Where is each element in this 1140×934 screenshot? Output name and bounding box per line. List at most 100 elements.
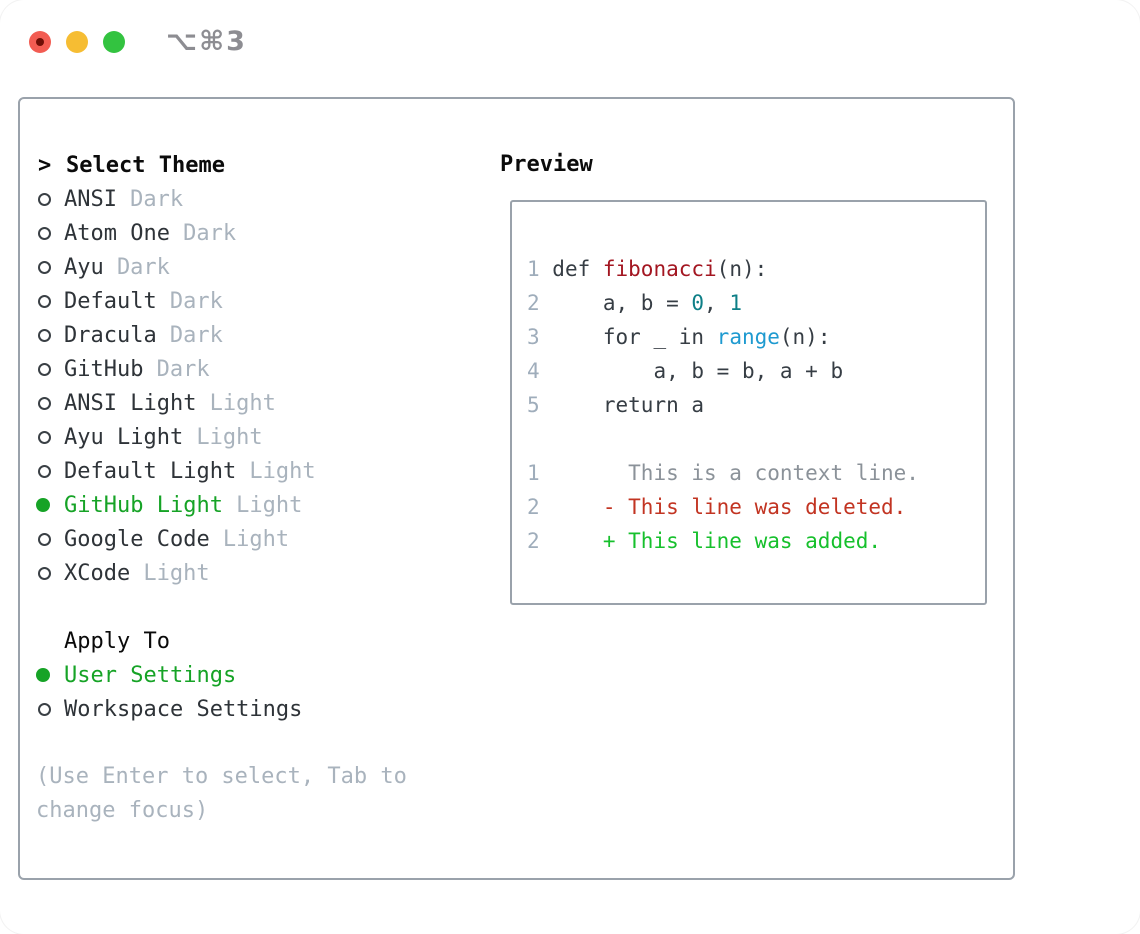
radio-icon xyxy=(38,260,51,274)
code-line: 1 def fibonacci(n): xyxy=(527,252,985,286)
help-line: (Use Enter to select, Tab to xyxy=(36,764,407,789)
line-number: 2 xyxy=(527,495,540,519)
theme-option-atom-one[interactable]: Atom One Dark xyxy=(36,216,407,250)
line-number: 5 xyxy=(527,393,540,417)
zoom-button[interactable] xyxy=(103,30,125,53)
code-token: (n): xyxy=(716,257,768,281)
theme-option-dracula[interactable]: Dracula Dark xyxy=(36,318,407,352)
radio-icon xyxy=(38,430,51,444)
theme-name: XCode xyxy=(64,560,131,586)
line-number: 4 xyxy=(527,359,540,383)
radio-icon xyxy=(38,566,51,580)
theme-variant: Dark xyxy=(169,288,223,314)
code-line: 1 This is a context line. xyxy=(527,456,985,490)
code-line: 2 - This line was deleted. xyxy=(527,490,985,524)
radio-icon xyxy=(38,362,51,376)
radio-icon xyxy=(38,464,51,478)
apply-option-user-settings[interactable]: User Settings xyxy=(36,658,407,692)
theme-variant: Light xyxy=(236,492,303,518)
cursor-icon: > xyxy=(38,152,52,178)
theme-variant: Light xyxy=(196,424,263,450)
theme-list-header: > Select Theme xyxy=(36,148,407,182)
theme-option-default-light[interactable]: Default Light Light xyxy=(36,454,407,488)
apply-option-workspace-settings[interactable]: Workspace Settings xyxy=(36,692,407,726)
code-line xyxy=(527,422,985,456)
code-line: 4 a, b = b, a + b xyxy=(527,354,985,388)
code-token: 1 xyxy=(729,291,742,315)
code-token: def xyxy=(539,257,603,281)
code-line: 2 a, b = 0, 1 xyxy=(527,286,985,320)
radio-icon xyxy=(38,532,51,546)
window-title: ⌥⌘3 xyxy=(166,26,247,57)
code-line: 2 + This line was added. xyxy=(527,524,985,558)
radio-icon xyxy=(38,396,51,410)
code-token: - This line was deleted. xyxy=(602,495,907,519)
help-line: change focus) xyxy=(36,798,209,823)
right-column: Preview 1 def fibonacci(n):2 a, b = 0, 1… xyxy=(500,148,987,605)
code-token: a, b = xyxy=(539,291,692,315)
help-text: (Use Enter to select, Tab to change focu… xyxy=(36,760,407,828)
theme-variant: Dark xyxy=(183,220,237,246)
code-line: 3 for _ in range(n): xyxy=(527,320,985,354)
code-token: fibonacci xyxy=(602,257,717,281)
preview-title: Preview xyxy=(500,152,593,177)
theme-name: Dracula xyxy=(64,322,157,348)
titlebar: ⌥⌘3 xyxy=(29,26,247,57)
minimize-button[interactable] xyxy=(66,30,88,53)
theme-option-xcode[interactable]: XCode Light xyxy=(36,556,407,590)
code-token xyxy=(540,495,603,519)
apply-to-title: Apply To xyxy=(64,628,170,654)
theme-name: ANSI Light xyxy=(64,390,197,416)
spacer xyxy=(36,726,407,760)
radio-selected-icon xyxy=(36,498,50,512)
theme-variant: Dark xyxy=(116,254,170,280)
theme-list-title: Select Theme xyxy=(66,152,225,178)
theme-name: Default xyxy=(64,288,157,314)
theme-name: Default Light xyxy=(64,458,237,484)
theme-option-github-light[interactable]: GitHub Light Light xyxy=(36,488,407,522)
radio-icon xyxy=(38,226,51,240)
close-button[interactable] xyxy=(29,30,51,53)
line-number: 3 xyxy=(527,325,540,349)
code-token: a, b = b, a + b xyxy=(539,359,844,383)
spacer xyxy=(36,590,407,624)
line-number: 2 xyxy=(527,529,540,553)
radio-selected-icon xyxy=(36,668,50,682)
theme-name: GitHub Light xyxy=(64,492,223,518)
theme-option-ayu[interactable]: Ayu Dark xyxy=(36,250,407,284)
line-number: 2 xyxy=(527,291,540,315)
theme-name: Ayu xyxy=(64,254,104,280)
code-token: return a xyxy=(539,393,705,417)
theme-option-default[interactable]: Default Dark xyxy=(36,284,407,318)
theme-variant: Dark xyxy=(130,186,184,212)
theme-variant: Light xyxy=(249,458,316,484)
theme-variant: Light xyxy=(143,560,210,586)
radio-icon xyxy=(38,192,51,206)
code-token: This is a context line. xyxy=(539,461,919,485)
code-token: 0 xyxy=(691,291,705,315)
code-token: range xyxy=(716,325,780,349)
code-token: , xyxy=(704,291,730,315)
theme-name: Atom One xyxy=(64,220,170,246)
radio-icon xyxy=(38,294,51,308)
theme-variant: Light xyxy=(222,526,290,552)
code-token: for _ in xyxy=(539,325,717,349)
theme-variant: Dark xyxy=(169,322,223,348)
apply-to-header: Apply To xyxy=(36,624,407,658)
code-token: (n): xyxy=(779,325,831,349)
radio-icon xyxy=(38,328,51,342)
apply-option-label: Workspace Settings xyxy=(64,696,303,722)
line-number: 1 xyxy=(527,461,540,485)
theme-variant: Dark xyxy=(156,356,210,382)
code-token: + This line was added. xyxy=(602,529,882,553)
